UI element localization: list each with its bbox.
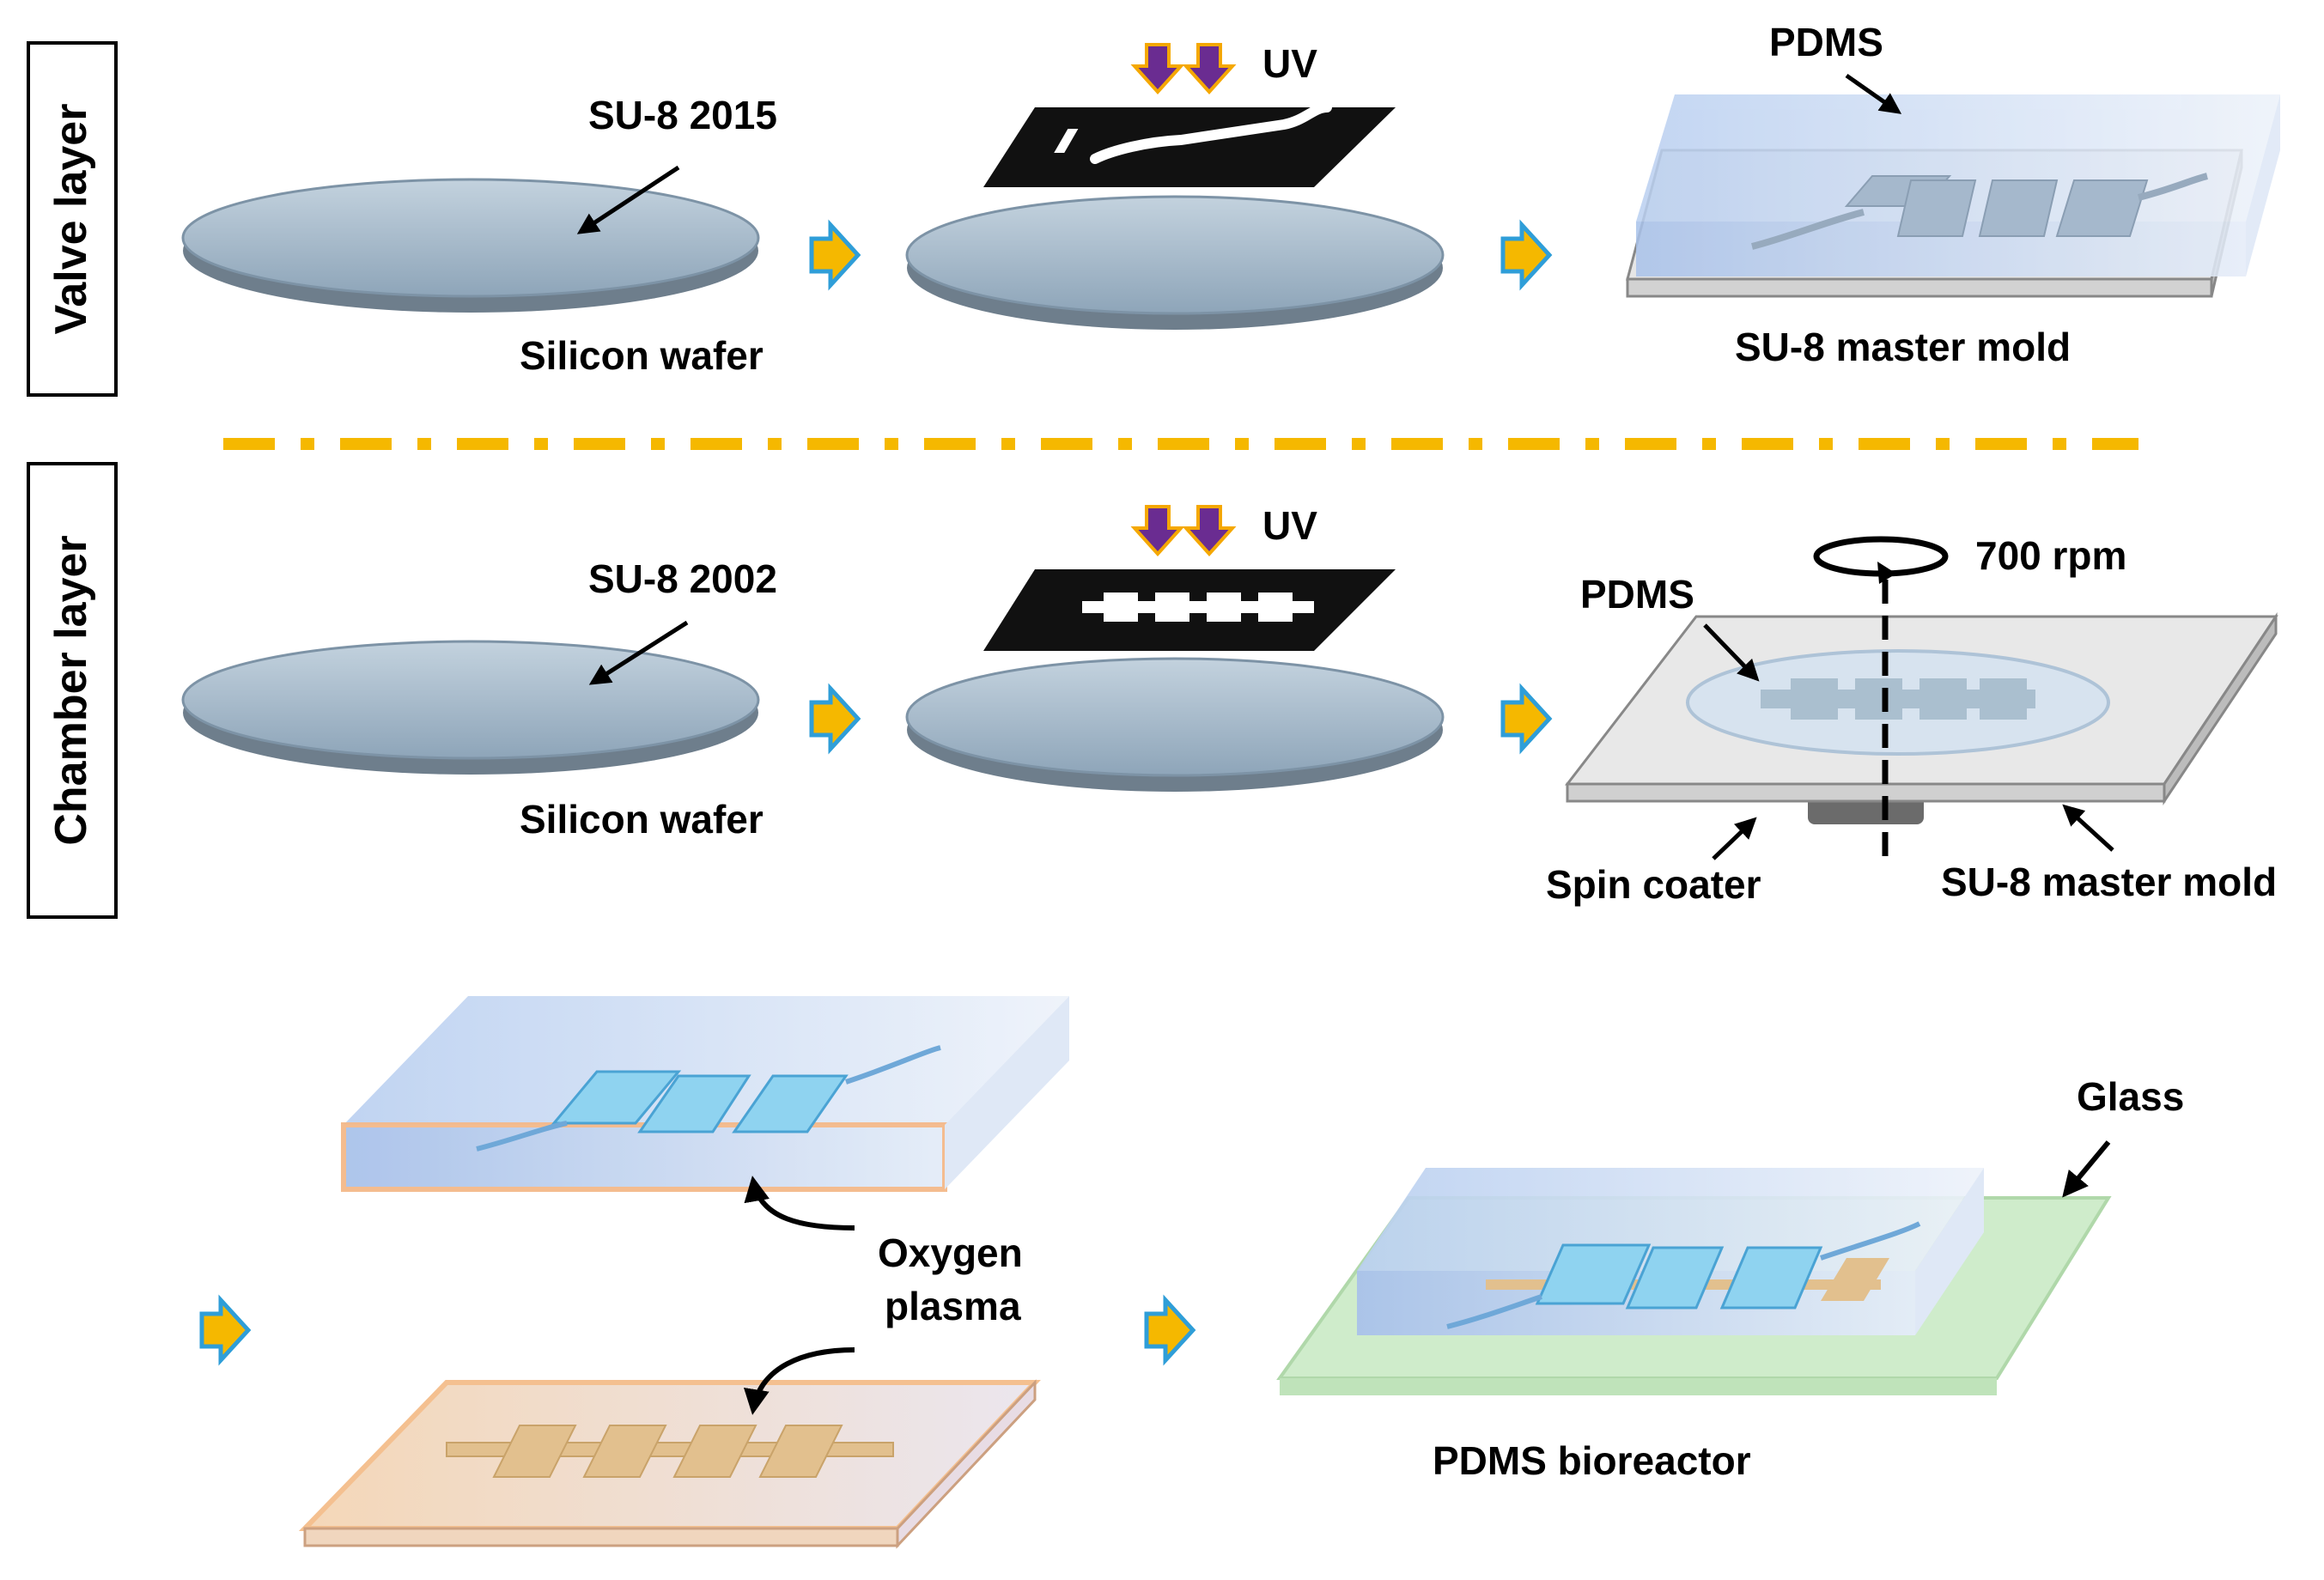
valve-pdms-pointer bbox=[1845, 73, 1902, 114]
bonding-valve-inlet bbox=[476, 1045, 941, 1152]
chamber-pdms-droplet bbox=[1686, 649, 2110, 756]
step-arrow-5 bbox=[199, 1294, 252, 1366]
glass-pointer bbox=[2062, 1140, 2111, 1198]
plasma-label: plasma bbox=[885, 1284, 1021, 1328]
valve-layer-box: Valve layer bbox=[27, 41, 118, 397]
valve-su8-label: SU-8 2015 bbox=[588, 93, 777, 137]
chamber-photomask bbox=[983, 569, 1396, 651]
chamber-uv-arrows bbox=[1130, 505, 1237, 556]
chamber-su8-pointer bbox=[588, 620, 689, 685]
chamber-su8-label: SU-8 2002 bbox=[588, 556, 777, 601]
rotation-arrow bbox=[1813, 536, 1949, 584]
chamber-wafer-label: Silicon wafer bbox=[520, 797, 764, 842]
valve-mold-label: SU-8 master mold bbox=[1735, 325, 2071, 369]
oxygen-label: Oxygen bbox=[878, 1231, 1023, 1275]
spin-coater-label: Spin coater bbox=[1546, 862, 1761, 907]
chamber-pdms-pointer bbox=[1703, 623, 1760, 682]
chamber-uv-label: UV bbox=[1262, 503, 1317, 548]
chamber-mold-label: SU-8 master mold bbox=[1941, 860, 2277, 904]
valve-su8-pointer bbox=[576, 165, 680, 234]
chamber-wafer bbox=[181, 640, 760, 775]
valve-uv-arrows bbox=[1130, 43, 1237, 94]
valve-layer-label: Valve layer bbox=[46, 104, 96, 335]
bonding-valve-layer bbox=[341, 996, 1069, 1192]
step-arrow-3 bbox=[809, 683, 861, 755]
valve-channel-pattern bbox=[1751, 173, 2208, 250]
bioreactor-inlet bbox=[1446, 1221, 1921, 1329]
bioreactor-label: PDMS bioreactor bbox=[1433, 1438, 1751, 1483]
step-arrow-4 bbox=[1500, 683, 1553, 755]
chamber-layer-label: Chamber layer bbox=[46, 535, 96, 845]
valve-pdms-label: PDMS bbox=[1769, 20, 1883, 64]
step-arrow-1 bbox=[809, 219, 861, 291]
valve-wafer bbox=[181, 178, 760, 313]
valve-pdms-block bbox=[1636, 94, 2280, 276]
step-arrow-6 bbox=[1144, 1294, 1196, 1366]
bonding-chamber-layer bbox=[298, 1379, 1041, 1549]
valve-exposed-wafer bbox=[905, 195, 1445, 330]
spin-coater-pointer bbox=[1712, 817, 1757, 860]
chamber-layer-box: Chamber layer bbox=[27, 462, 118, 919]
plasma-pointer-down bbox=[744, 1347, 855, 1415]
valve-wafer-label: Silicon wafer bbox=[520, 333, 764, 378]
plasma-pointer-up bbox=[744, 1176, 855, 1231]
chamber-mold-pointer bbox=[2062, 804, 2114, 852]
valve-uv-label: UV bbox=[1262, 41, 1317, 86]
valve-photomask bbox=[983, 102, 1396, 187]
speed-label: 700 rpm bbox=[1975, 533, 2126, 578]
glass-label: Glass bbox=[2077, 1074, 2184, 1119]
chamber-pdms-label: PDMS bbox=[1580, 572, 1694, 617]
chamber-exposed-wafer bbox=[905, 657, 1445, 792]
step-arrow-2 bbox=[1500, 219, 1553, 291]
bioreactor-assembly bbox=[1357, 1168, 1984, 1335]
